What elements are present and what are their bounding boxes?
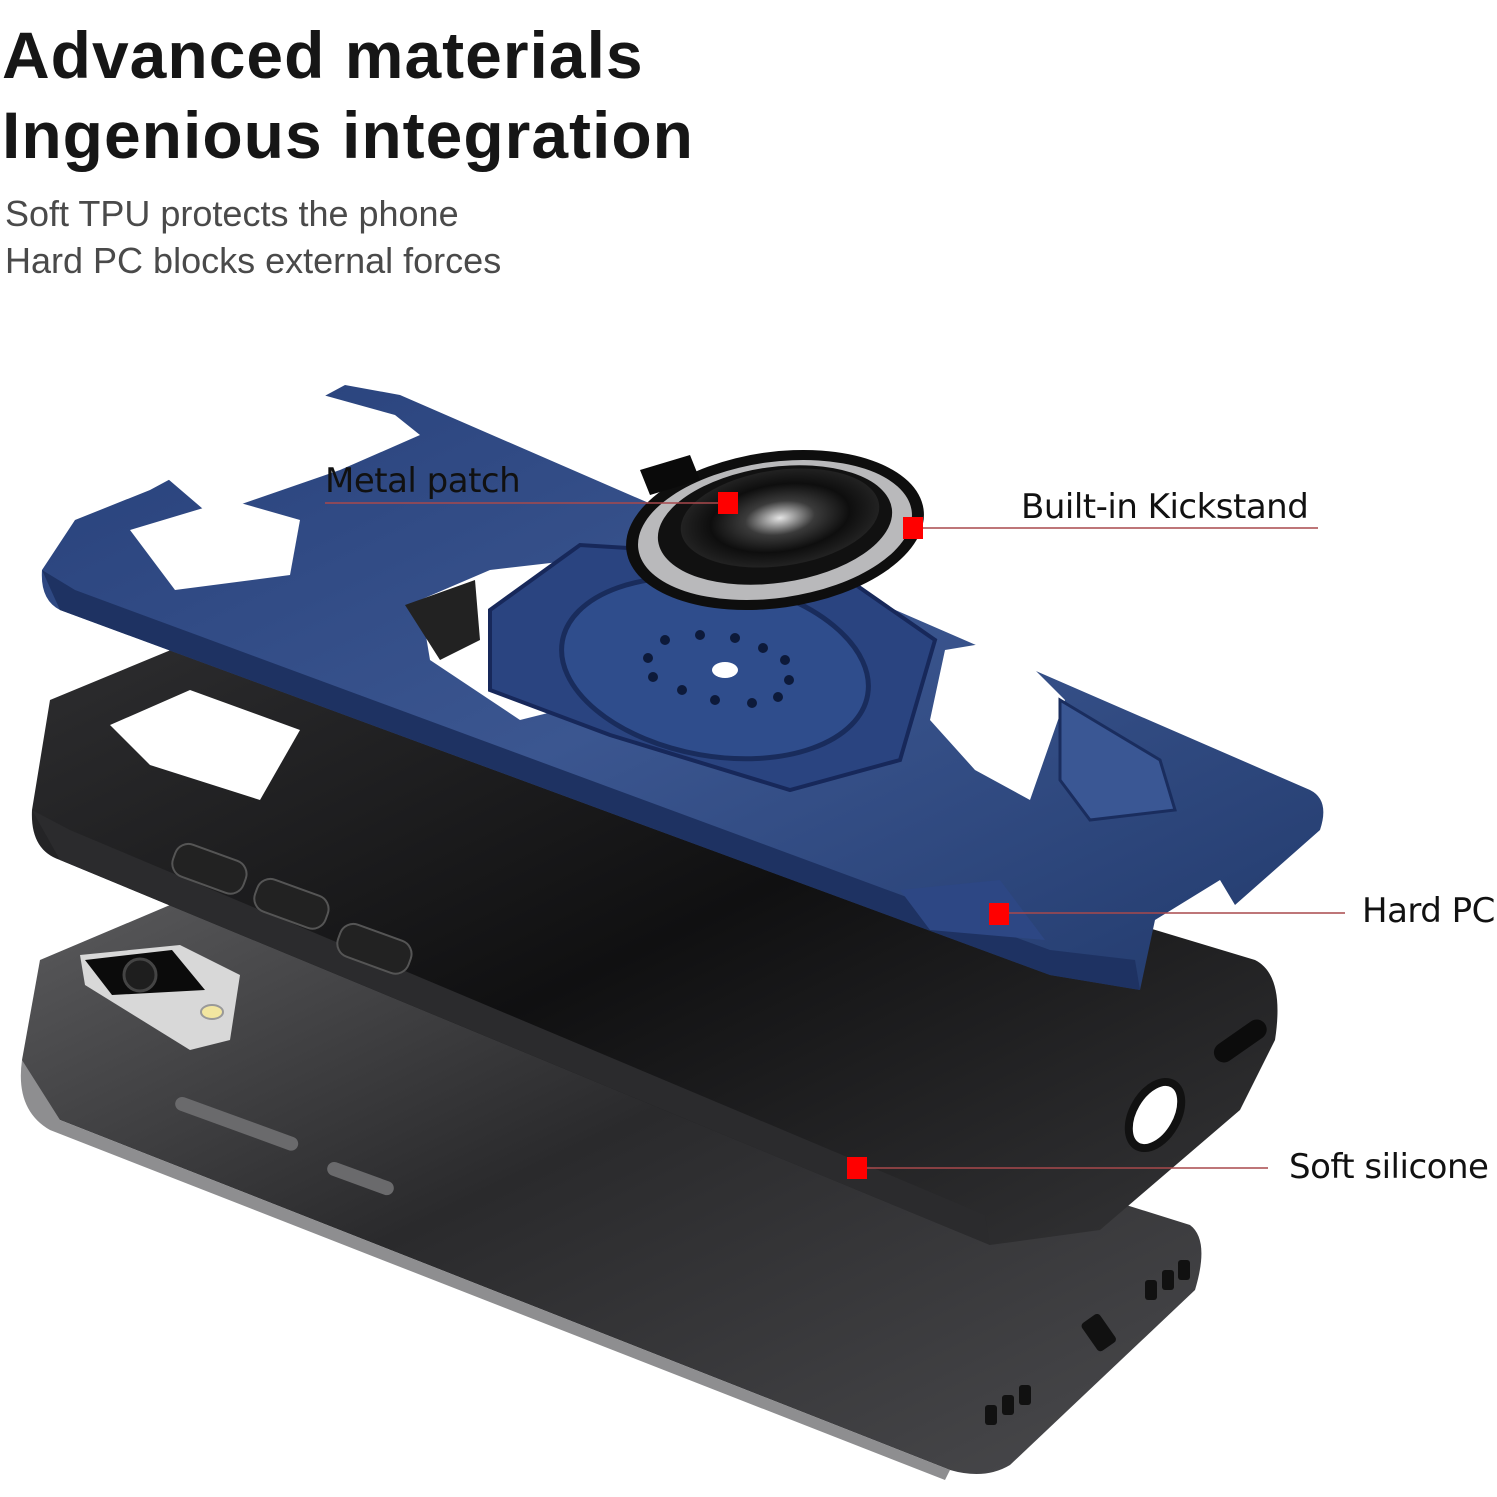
camera-module <box>80 945 240 1050</box>
power-button <box>336 922 413 975</box>
phone-body <box>20 905 1202 1480</box>
callout-metal-patch: Metal patch <box>325 461 521 501</box>
camera-cutout <box>110 690 300 800</box>
hard-pc-layer <box>41 385 1324 990</box>
headline-line-2: Ingenious integration <box>2 98 694 172</box>
callout-kickstand: Built-in Kickstand <box>1021 487 1309 527</box>
subheadline-line-1: Soft TPU protects the phone <box>5 193 459 234</box>
grip-texture <box>405 580 480 660</box>
callout-soft-silicone: Soft silicone <box>1289 1147 1489 1187</box>
side-button <box>327 1161 394 1196</box>
port-cutout <box>1124 1077 1186 1153</box>
callout-hard-pc: Hard PC <box>1362 891 1495 931</box>
headline-line-1: Advanced materials <box>2 18 644 92</box>
volume-up-button <box>171 842 248 895</box>
camera-window <box>140 390 420 515</box>
marker-hard-pc <box>989 903 1009 925</box>
soft-silicone-layer <box>31 640 1278 1245</box>
leader-lines <box>325 502 1345 1169</box>
ring-kickstand <box>626 449 924 611</box>
marker-kickstand <box>903 517 923 539</box>
speaker-grille <box>1081 1313 1116 1352</box>
subheadline-line-2: Hard PC blocks external forces <box>5 240 502 281</box>
marker-soft-silicone <box>847 1157 867 1179</box>
volume-down-button <box>253 877 330 930</box>
marker-metal-patch <box>718 492 738 514</box>
magnet-dots <box>643 630 794 708</box>
side-button <box>175 1096 299 1151</box>
